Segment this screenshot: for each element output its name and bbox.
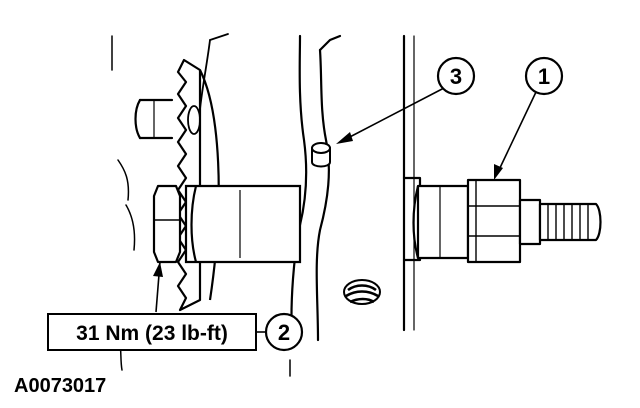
svg-text:3: 3 [450,64,462,89]
torque-spec: 31 Nm (23 lb-ft) [76,322,228,345]
torque-label-box: 31 Nm (23 lb-ft) [47,313,266,351]
threaded-hole [343,279,381,305]
leader-1 [497,91,537,173]
svg-text:1: 1 [538,64,550,89]
callout-3: 3 [436,56,476,96]
leader-3 [343,87,445,141]
dowel-pin [311,142,331,168]
arrowhead-2 [153,262,163,277]
sprocket-bolt [152,184,182,264]
arrowhead-1 [494,164,503,180]
svg-text:2: 2 [278,320,290,345]
figure-id: A0073017 [14,375,106,397]
arrowheads [153,132,503,277]
alignment-tool [412,178,602,264]
camshaft [184,184,302,264]
callout-2: 2 [264,312,304,352]
callout-1: 1 [524,56,564,96]
arrowhead-3 [336,132,353,144]
